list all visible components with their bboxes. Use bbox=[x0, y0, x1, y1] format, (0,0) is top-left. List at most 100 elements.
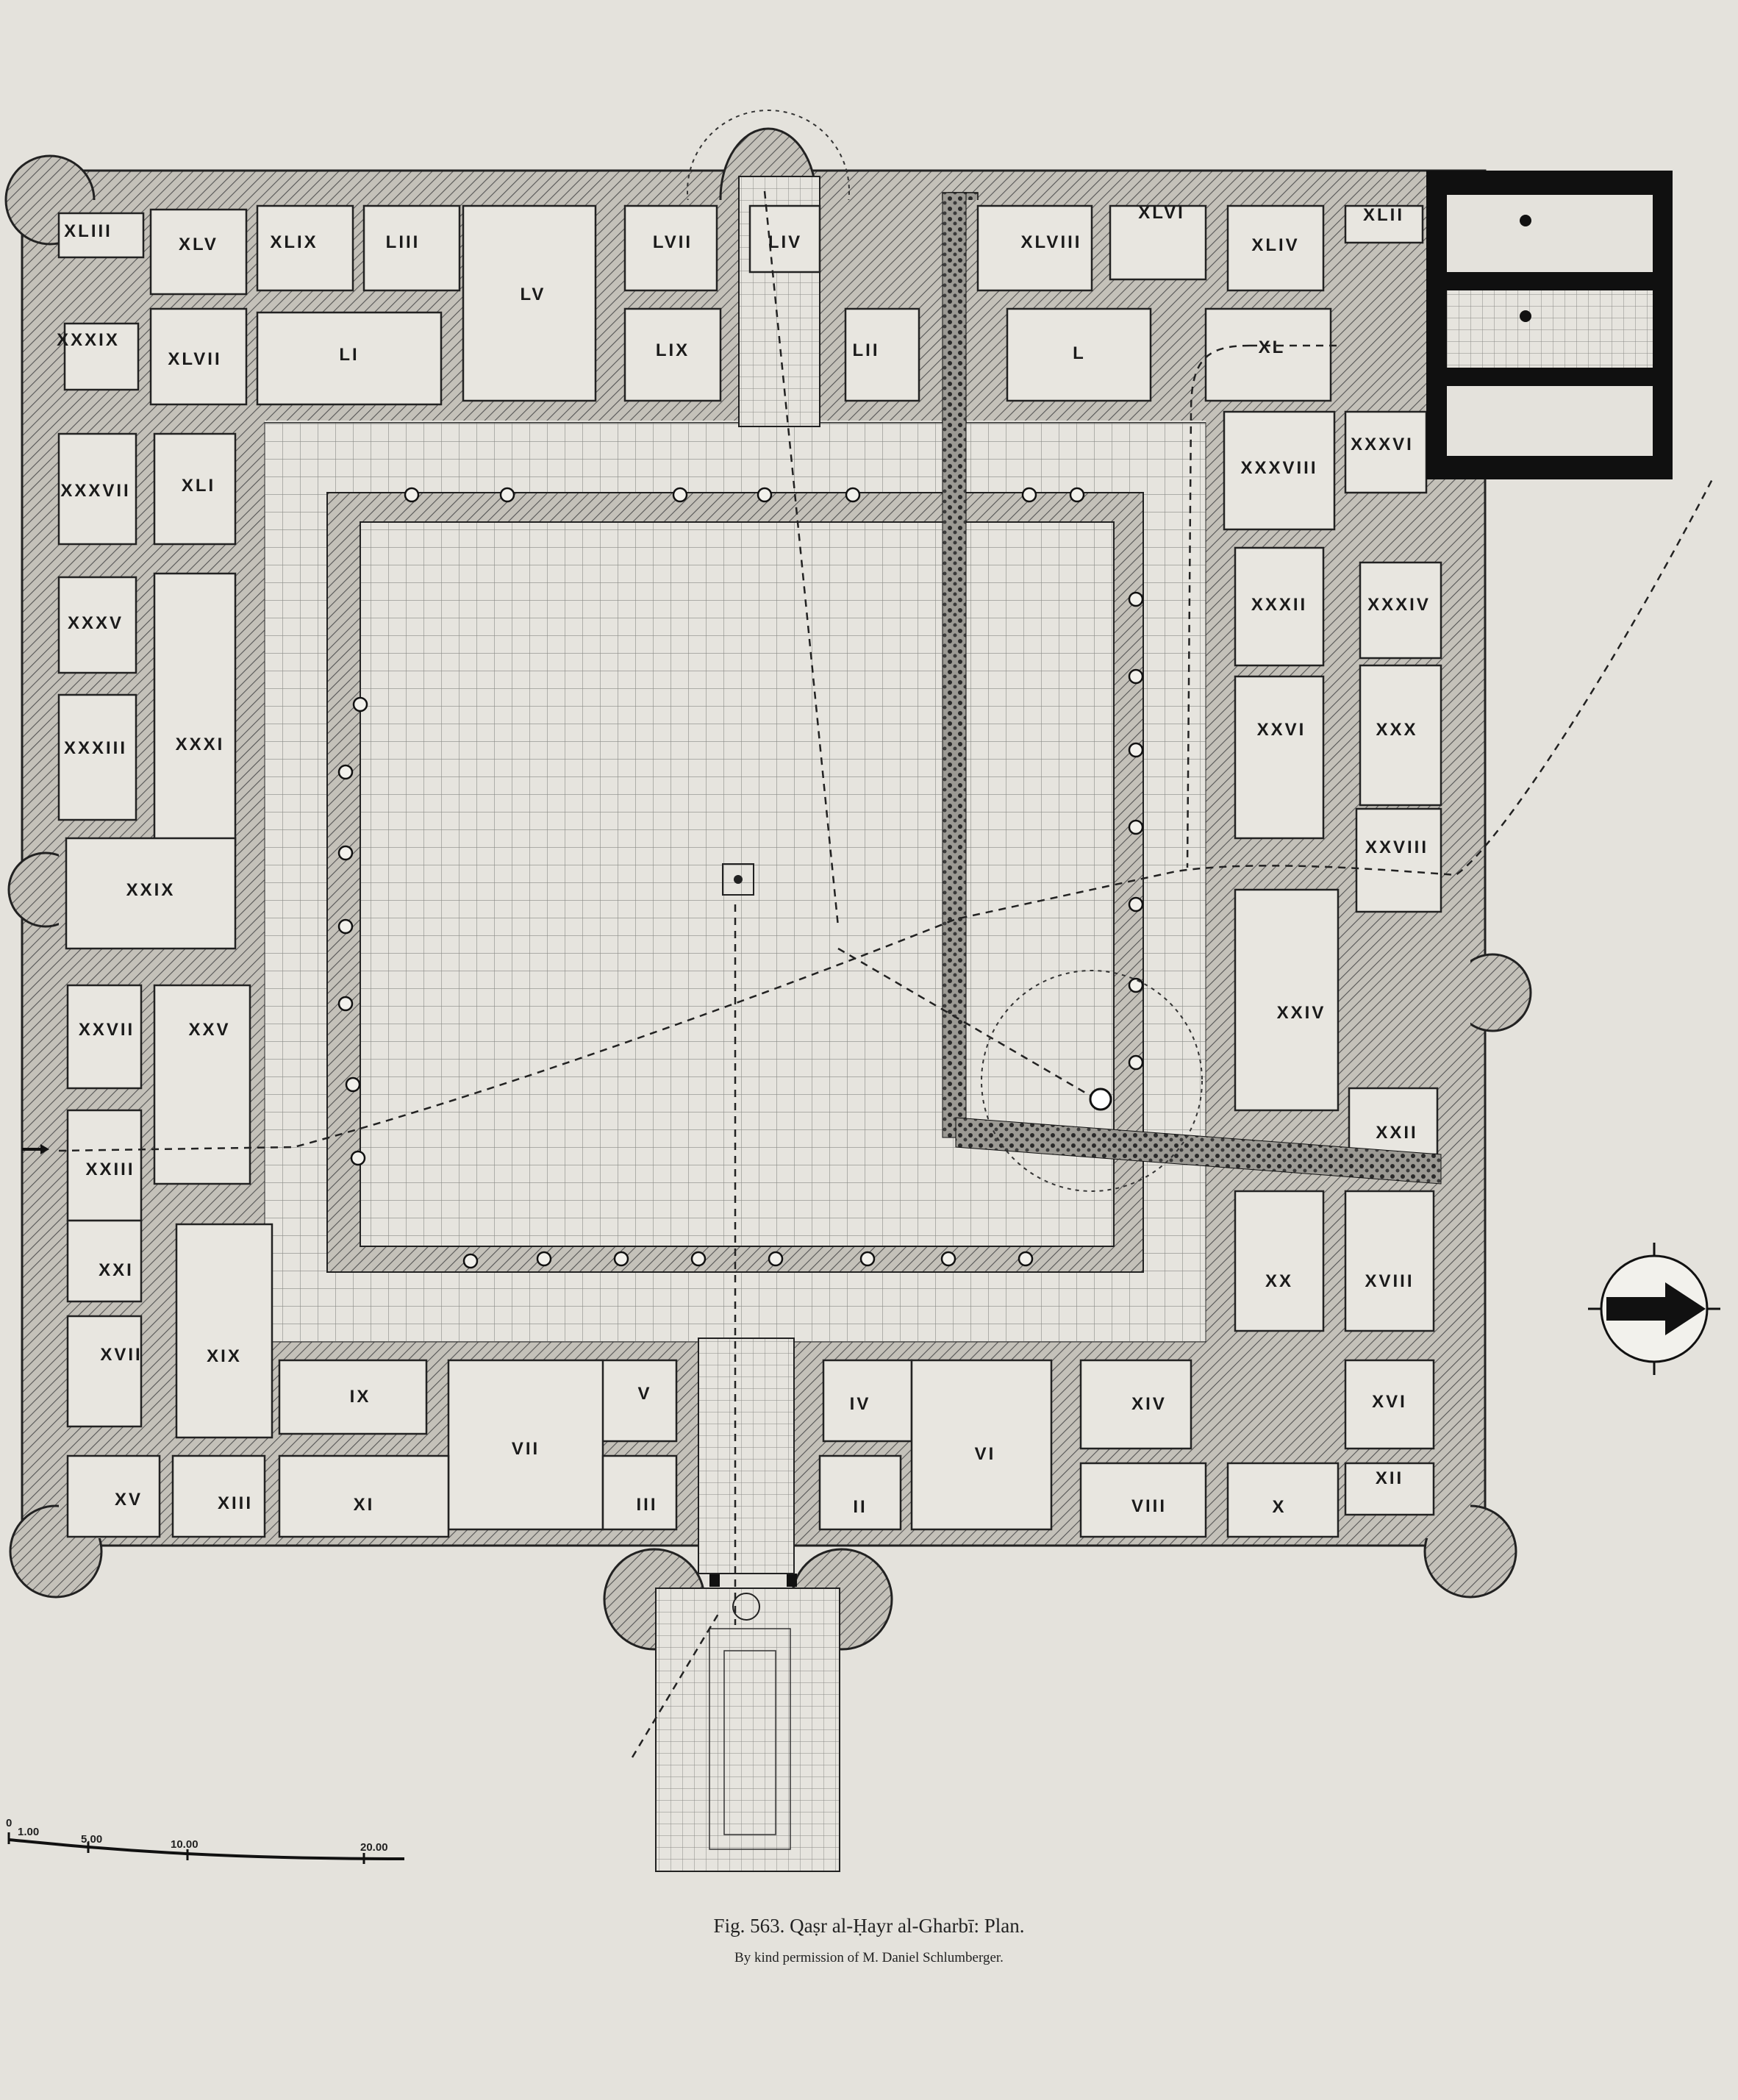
room-xlviii bbox=[976, 204, 1093, 292]
room-l bbox=[1006, 307, 1152, 402]
room-xlix bbox=[256, 204, 354, 292]
room-label-xxvii: XXVII bbox=[79, 1020, 135, 1040]
column bbox=[352, 696, 368, 712]
room-xxvi bbox=[1234, 675, 1325, 840]
room-xxxvii bbox=[57, 432, 137, 546]
room-xvi bbox=[1344, 1359, 1435, 1450]
room-xii bbox=[1344, 1462, 1435, 1516]
room-label-xiii: XIII bbox=[218, 1493, 253, 1513]
room-lix bbox=[623, 307, 722, 402]
room-xlvi bbox=[1109, 204, 1207, 281]
room-xviii bbox=[1344, 1190, 1435, 1332]
room-xxxvi bbox=[1344, 410, 1428, 494]
room-xxix bbox=[65, 837, 237, 950]
column bbox=[690, 1251, 707, 1267]
room-xlvii bbox=[149, 307, 248, 406]
column bbox=[345, 1076, 361, 1093]
room-xxxix bbox=[63, 322, 140, 391]
room-ii bbox=[818, 1454, 902, 1531]
room-label-xxxviii: XXXVIII bbox=[1240, 458, 1317, 478]
room-lii bbox=[844, 307, 920, 402]
room-label-xlii: XLII bbox=[1363, 205, 1404, 225]
room-xxxviii bbox=[1223, 410, 1336, 531]
column bbox=[1069, 487, 1085, 503]
room-xxxi bbox=[153, 572, 237, 847]
room-xx bbox=[1234, 1190, 1325, 1332]
room-blocks bbox=[57, 176, 1470, 1574]
room-lv bbox=[462, 204, 597, 402]
room-xxiv bbox=[1234, 888, 1340, 1112]
room-xix bbox=[175, 1223, 273, 1439]
room-label-xlvii: XLVII bbox=[168, 349, 221, 369]
room-label-xxi: XXI bbox=[99, 1260, 134, 1280]
room-vi bbox=[910, 1359, 1053, 1531]
room-ix bbox=[278, 1359, 428, 1435]
room-label-x: X bbox=[1272, 1497, 1286, 1517]
room-label-lv: LV bbox=[521, 285, 546, 304]
north-arrow-icon bbox=[1588, 1243, 1720, 1375]
room-label-xxxii: XXXII bbox=[1251, 595, 1307, 615]
room-label-v: V bbox=[637, 1384, 651, 1404]
figure-credit: By kind permission of M. Daniel Schlumbe… bbox=[734, 1950, 1004, 1965]
room-label-xi: XI bbox=[354, 1495, 375, 1515]
room-xxxiv bbox=[1359, 561, 1442, 660]
column bbox=[1128, 742, 1144, 758]
room-label-xxxv: XXXV bbox=[68, 613, 124, 633]
room-xxxv bbox=[57, 576, 137, 674]
courtyard-columns bbox=[337, 487, 1144, 1269]
room-xliii bbox=[57, 212, 145, 259]
room-xxviii bbox=[1355, 807, 1442, 913]
column bbox=[337, 918, 354, 935]
room-label-xxxiv: XXXIV bbox=[1367, 595, 1431, 615]
room-label-xxvi: XXVI bbox=[1257, 720, 1306, 740]
room-label-xiv: XIV bbox=[1131, 1394, 1167, 1414]
room-label-lvii: LVII bbox=[653, 232, 693, 252]
water-channels bbox=[58, 190, 1714, 1758]
room-label-lix: LIX bbox=[656, 340, 690, 360]
room-xi bbox=[278, 1454, 450, 1538]
room-label-xxix: XXIX bbox=[126, 880, 176, 900]
column bbox=[940, 1251, 956, 1267]
room-xvii bbox=[66, 1315, 143, 1428]
room-xliv bbox=[1226, 204, 1325, 292]
room-label-vi: VI bbox=[975, 1444, 996, 1464]
room-label-xli: XLI bbox=[182, 476, 215, 496]
room-label-liii: LIII bbox=[386, 232, 421, 252]
room-xli bbox=[153, 432, 237, 546]
room-label-viii: VIII bbox=[1131, 1496, 1167, 1516]
room-label-l: L bbox=[1073, 343, 1086, 363]
room-xxiii bbox=[66, 1109, 143, 1222]
room-label-ii: II bbox=[853, 1497, 867, 1517]
room-label-xxii: XXII bbox=[1376, 1123, 1417, 1143]
room-label-ix: IX bbox=[350, 1387, 371, 1407]
room-label-liv: LIV bbox=[768, 232, 802, 252]
room-label-xlviii: XLVIII bbox=[1021, 232, 1082, 252]
column bbox=[1021, 487, 1037, 503]
column bbox=[757, 487, 773, 503]
room-label-xvi: XVI bbox=[1372, 1392, 1407, 1412]
room-label-xxiii: XXIII bbox=[85, 1160, 135, 1179]
room-label-xix: XIX bbox=[207, 1346, 242, 1366]
annex-structure bbox=[1426, 171, 1673, 479]
room-label-xlv: XLV bbox=[179, 235, 218, 254]
room-label-xxxvi: XXXVI bbox=[1351, 435, 1414, 454]
room-label-xxviii: XXVIII bbox=[1365, 838, 1428, 857]
room-xiv bbox=[1079, 1359, 1192, 1450]
room-label-lii: LII bbox=[853, 340, 880, 360]
room-label-iv: IV bbox=[850, 1394, 871, 1414]
column bbox=[672, 487, 688, 503]
room-label-xii: XII bbox=[1376, 1468, 1403, 1488]
column bbox=[768, 1251, 784, 1267]
room-v bbox=[594, 1359, 678, 1443]
room-lvii bbox=[623, 204, 718, 292]
column bbox=[536, 1251, 552, 1267]
basin bbox=[722, 863, 754, 896]
room-xlv bbox=[149, 208, 248, 296]
room-vii bbox=[447, 1359, 604, 1531]
column bbox=[1128, 668, 1144, 685]
column bbox=[462, 1253, 479, 1269]
room-xl bbox=[1204, 307, 1332, 402]
column bbox=[1128, 977, 1144, 993]
